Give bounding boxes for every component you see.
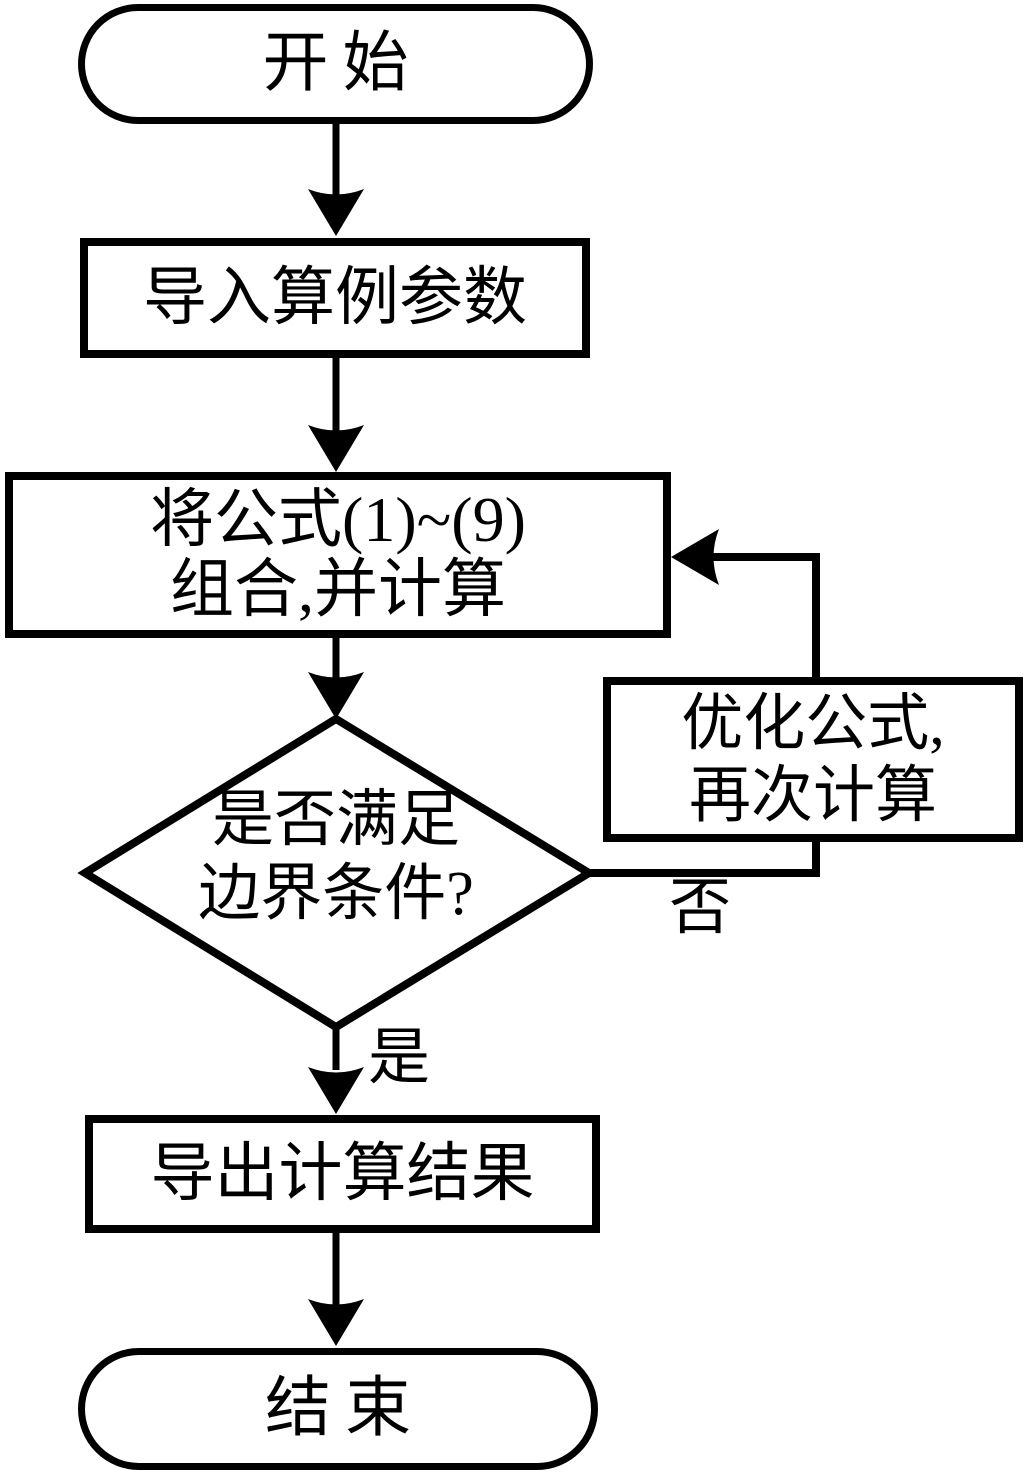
optimize-formula-line1: 优化公式, [681, 689, 945, 758]
start-label: 开始 [262, 27, 423, 101]
optimize-formula-line2: 再次计算 [688, 761, 937, 830]
export-results-process-box: 导出计算结果 [85, 1115, 600, 1233]
boundary-decision-text: 是否满足 边界条件? [83, 783, 589, 931]
start-terminator: 开始 [78, 4, 593, 124]
combine-formulas-line2: 组合,并计算 [170, 554, 506, 625]
arrowhead-down-icon [308, 425, 364, 472]
arrowhead-down-icon [308, 1067, 364, 1114]
end-label: 结束 [265, 1372, 425, 1446]
arrowhead-down-icon [308, 672, 364, 719]
combine-formulas-process-box: 将公式(1)~(9) 组合,并计算 [5, 472, 671, 638]
end-terminator: 结束 [78, 1348, 598, 1470]
yes-edge-label: 是 [368, 1024, 431, 1092]
optimize-formula-process-box: 优化公式, 再次计算 [603, 677, 1023, 842]
arrowhead-down-icon [308, 189, 364, 236]
combine-formulas-line1: 将公式(1)~(9) [150, 484, 526, 555]
boundary-decision-line1: 是否满足 [211, 786, 460, 854]
export-results-label: 导出计算结果 [150, 1138, 535, 1210]
import-params-label: 导入算例参数 [143, 262, 527, 334]
import-params-process-box: 导入算例参数 [80, 238, 590, 358]
no-edge-label: 否 [668, 874, 731, 942]
boundary-decision-line2: 边界条件? [198, 860, 474, 928]
arrowhead-left-icon [671, 529, 719, 585]
arrowhead-down-icon [308, 1299, 364, 1346]
